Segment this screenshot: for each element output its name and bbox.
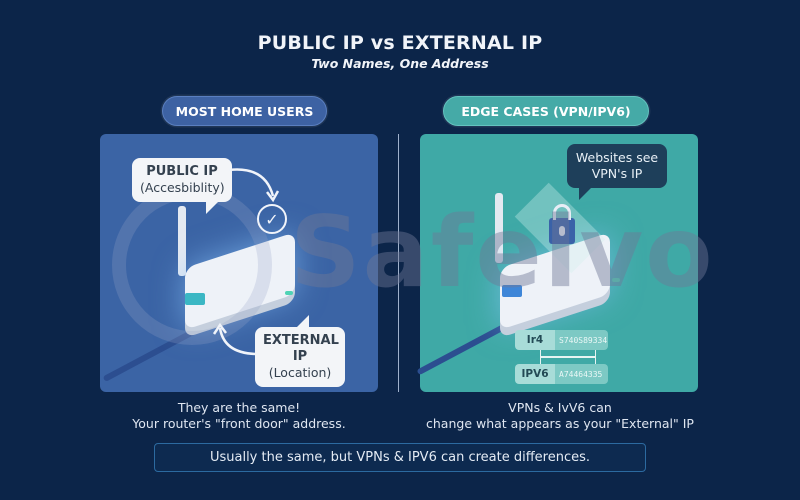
status-led-icon (612, 278, 620, 282)
curved-arrow-icon (212, 322, 259, 356)
vpn-bubble: Websites see VPN's IP (567, 144, 667, 200)
vpn-bubble-line2: VPN's IP (591, 166, 643, 181)
badge-edge-cases: EDGE CASES (VPN/IPV6) (443, 96, 649, 126)
antenna-icon (495, 193, 503, 263)
ipv4-label: Ir4 (515, 330, 555, 350)
edge-cases-caption: VPNs & IvV6 can change what appears as y… (395, 400, 725, 432)
public-ip-sublabel: (Accesbiblity) (140, 180, 225, 195)
ethernet-plug-icon (502, 285, 522, 297)
ipv4-row: Ir4 S740S89334 (515, 330, 608, 350)
ipv6-label: IPV6 (515, 364, 555, 384)
edge-cases-caption-line2: change what appears as your "External" I… (426, 416, 694, 431)
external-ip-bubble: EXTERNAL IP (Location) (255, 315, 345, 387)
curved-arrow-icon (228, 168, 280, 203)
badge-most-home-users: MOST HOME USERS (162, 96, 327, 126)
status-led-icon (285, 291, 293, 295)
edge-cases-caption-line1: VPNs & IvV6 can (508, 400, 612, 415)
home-users-caption-line1: They are the same! (177, 400, 301, 415)
summary-note: Usually the same, but VPNs & IPV6 can cr… (154, 443, 646, 472)
panel-divider (398, 134, 399, 392)
home-users-caption: They are the same! Your router's "front … (100, 400, 378, 432)
check-circle-icon: ✓ (257, 204, 287, 234)
external-ip-sublabel: (Location) (268, 365, 332, 380)
public-ip-label: PUBLIC IP (146, 164, 218, 179)
ipv4-value: S740S89334 (555, 330, 608, 350)
lock-icon (549, 204, 575, 244)
public-ip-bubble: PUBLIC IP (Accesbiblity) (132, 158, 232, 214)
vpn-bubble-line1: Websites see (575, 150, 659, 165)
antenna-icon (178, 206, 186, 276)
page-subtitle: Two Names, One Address (311, 56, 489, 71)
home-users-caption-line2: Your router's "front door" address. (132, 416, 346, 431)
ethernet-plug-icon (185, 293, 205, 305)
ipv6-value: A74464335 (555, 364, 608, 384)
ipv6-row: IPV6 A74464335 (515, 364, 608, 384)
page-title: PUBLIC IP vs EXTERNAL IP (257, 32, 543, 54)
external-ip-label: EXTERNAL IP (263, 333, 339, 364)
ip-connector (540, 350, 596, 364)
